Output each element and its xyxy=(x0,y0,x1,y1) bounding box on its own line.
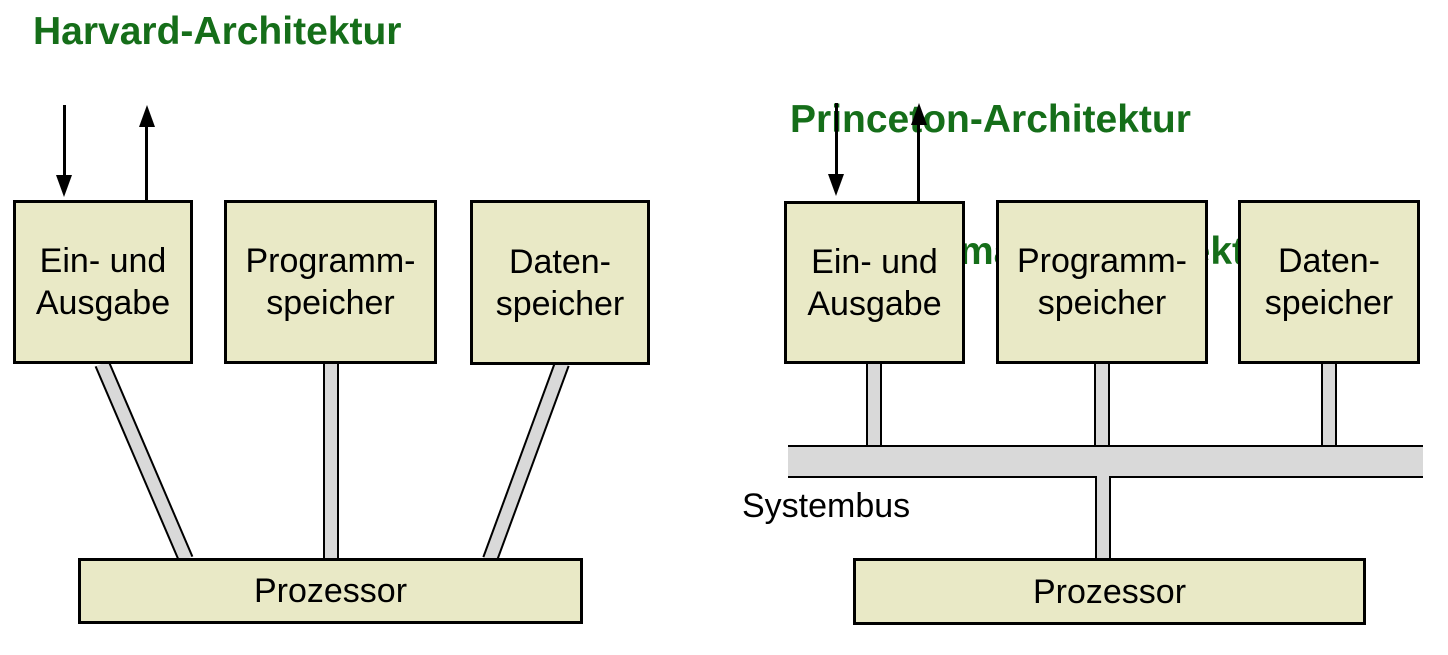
program-processor-bus xyxy=(323,363,339,560)
arrow-head xyxy=(828,174,844,196)
io-box: Ein- und Ausgabe xyxy=(784,201,965,364)
program-memory-box: Programm- speicher xyxy=(996,200,1208,364)
harvard-title: Harvard-Architektur xyxy=(33,10,402,53)
io-box: Ein- und Ausgabe xyxy=(13,200,193,364)
systembus-label: Systembus xyxy=(742,487,911,525)
io-bus-connector xyxy=(866,363,882,447)
processor-box: Prozessor xyxy=(78,558,583,624)
arrow-line xyxy=(835,103,838,176)
data-processor-bus xyxy=(482,360,570,563)
data-memory-box: Daten- speicher xyxy=(470,200,650,365)
arrow-head xyxy=(139,105,155,127)
data-memory-box: Daten- speicher xyxy=(1238,200,1420,364)
arrow-head xyxy=(911,103,927,125)
bus-processor-connector xyxy=(1095,476,1111,560)
princeton-title-line1: Princeton-Architektur xyxy=(790,98,1191,141)
io-processor-bus xyxy=(94,360,194,563)
program-bus-connector xyxy=(1094,363,1110,447)
arrow-line xyxy=(63,105,66,177)
data-bus-connector xyxy=(1321,363,1337,447)
arrow-line xyxy=(917,124,920,201)
system-bus-bar xyxy=(788,445,1423,478)
program-memory-box: Programm- speicher xyxy=(224,200,437,364)
processor-box: Prozessor xyxy=(853,558,1366,625)
arrow-line xyxy=(145,126,148,200)
arrow-head xyxy=(56,175,72,197)
